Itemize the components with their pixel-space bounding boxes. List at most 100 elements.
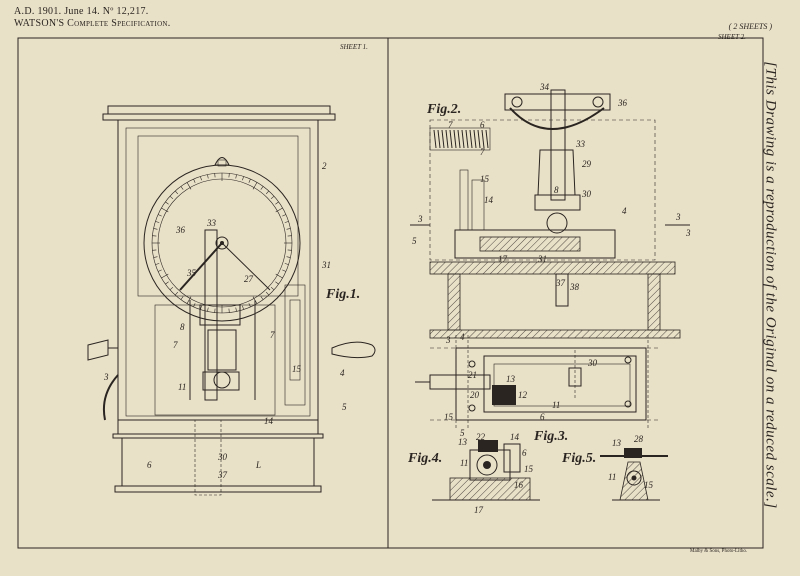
fig1-drawing: 36 33 35 27 2 31 8 7 7 15 4 3 30 37 6 L …: [87, 105, 376, 496]
svg-text:2: 2: [322, 161, 327, 171]
svg-text:35: 35: [186, 268, 197, 278]
svg-text:11: 11: [460, 458, 468, 468]
dial-tick: [286, 256, 291, 258]
dial-tick: [282, 269, 287, 272]
dial-tick: [169, 195, 174, 200]
dial-tick: [174, 291, 179, 296]
svg-text:6: 6: [540, 412, 545, 422]
svg-text:15: 15: [292, 364, 302, 374]
dial-tick: [180, 186, 184, 190]
svg-text:11: 11: [608, 472, 616, 482]
svg-text:21: 21: [468, 370, 477, 380]
spring-coil-turn: [485, 129, 489, 149]
svg-text:15: 15: [524, 464, 534, 474]
dial-tick: [275, 281, 279, 285]
svg-text:33: 33: [575, 139, 586, 149]
spring-coil-turn: [453, 129, 457, 149]
svg-text:37: 37: [555, 278, 566, 288]
svg-text:5: 5: [342, 402, 347, 412]
dial-tick: [161, 273, 169, 279]
dial-tick: [260, 186, 264, 190]
svg-text:31: 31: [321, 260, 331, 270]
svg-text:7: 7: [480, 147, 485, 157]
dial-tick: [207, 174, 209, 179]
spring-coil-turn: [433, 129, 437, 149]
dial-tick: [186, 182, 192, 190]
fig4-drawing: 13 22 14 6 11 15 16 17: [432, 432, 540, 515]
svg-text:11: 11: [178, 382, 186, 392]
svg-text:6: 6: [147, 460, 152, 470]
svg-text:13: 13: [458, 437, 468, 447]
svg-text:14: 14: [484, 195, 494, 205]
svg-text:6: 6: [522, 448, 527, 458]
patent-number: A.D. 1901. June 14. Nº 12,217.: [14, 6, 149, 17]
dial-tick: [270, 286, 275, 291]
spring-coil-turn: [481, 129, 485, 149]
dial-tick: [242, 176, 244, 181]
dial-tick: [235, 174, 237, 179]
spring-coil-turn: [449, 129, 453, 149]
dial-tick: [157, 214, 162, 217]
svg-text:30: 30: [581, 189, 592, 199]
svg-text:14: 14: [264, 416, 274, 426]
svg-text:4: 4: [622, 206, 627, 216]
fig3-label: Fig.3.: [533, 429, 568, 444]
svg-text:15: 15: [444, 412, 454, 422]
svg-text:30: 30: [217, 452, 228, 462]
svg-text:7: 7: [448, 120, 453, 130]
dial-tick: [242, 305, 244, 310]
dial-tick: [275, 273, 283, 279]
dial-tick: [270, 195, 275, 200]
dial-tick: [265, 190, 270, 195]
specification-title: WATSON'S Complete Specification.: [14, 18, 171, 29]
fig2-drawing: 34 36 33 29 30 7 6 7 15 14 8 4 3 3 3 5 3…: [410, 82, 691, 339]
svg-text:13: 13: [506, 374, 516, 384]
svg-text:5: 5: [412, 236, 417, 246]
svg-text:36: 36: [617, 98, 628, 108]
sheet-1-label: SHEET 1.: [340, 43, 368, 51]
svg-text:3: 3: [417, 214, 423, 224]
dial-tick: [155, 263, 160, 265]
dial-tick: [284, 263, 289, 265]
printer-credit: Malby & Sons, Photo-Litho.: [690, 549, 748, 554]
sheets-count: ( 2 SHEETS ): [728, 22, 772, 31]
spring-coil-turn: [465, 129, 469, 149]
svg-text:16: 16: [514, 480, 524, 490]
svg-text:15: 15: [644, 480, 654, 490]
dial-ticks: [152, 173, 292, 313]
dial-tick: [260, 296, 264, 300]
dial-tick: [165, 281, 169, 285]
fig2-spring-coil: [433, 129, 489, 149]
fig5-label: Fig.5.: [561, 451, 596, 466]
sheet-2-label: SHEET 2.: [718, 33, 746, 41]
dial-tick: [235, 307, 237, 312]
dial-tick: [248, 178, 251, 183]
dial-tick: [153, 228, 158, 230]
svg-text:8: 8: [554, 185, 559, 195]
dial-tick: [193, 178, 196, 183]
fig1-label: Fig.1.: [325, 287, 360, 302]
dial-tick: [265, 291, 270, 296]
dial-tick: [180, 296, 184, 300]
spring-coil-turn: [473, 129, 477, 149]
svg-text:3: 3: [445, 335, 451, 345]
dial-tick: [275, 207, 283, 213]
svg-text:27: 27: [244, 274, 254, 284]
dial-tick: [157, 269, 162, 272]
svg-text:33: 33: [206, 218, 217, 228]
spring-coil-turn: [477, 129, 481, 149]
svg-text:3: 3: [675, 212, 681, 222]
svg-text:20: 20: [470, 390, 480, 400]
svg-text:15: 15: [480, 174, 490, 184]
spring-coil-turn: [469, 129, 473, 149]
svg-text:L: L: [255, 460, 261, 470]
svg-text:3: 3: [103, 372, 109, 382]
dial-tick: [275, 201, 279, 205]
dial-tick: [207, 307, 209, 312]
svg-text:7: 7: [173, 340, 178, 350]
spring-coil-turn: [457, 129, 461, 149]
svg-text:13: 13: [612, 438, 622, 448]
dial-tick: [200, 176, 202, 181]
svg-text:31: 31: [537, 254, 547, 264]
